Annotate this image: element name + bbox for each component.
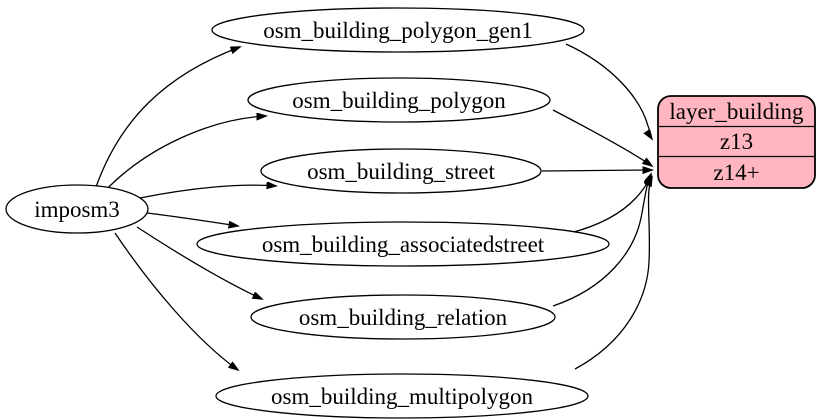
edge-imposm3-to-osm-building-relation [136, 226, 262, 299]
edge-osm-building-relation-to-z14plus [552, 174, 651, 307]
edge-osm-building-polygon-to-z14plus [552, 109, 652, 166]
imposm3-ellipse [5, 184, 149, 234]
osm-building-polygon-label: osm_building_polygon [292, 88, 506, 113]
edge-imposm3-to-osm-building-associatedstreet [146, 212, 238, 226]
edge-imposm3-to-osm-building-multipolygon [114, 232, 238, 370]
osm-building-polygon-gen1-ellipse [211, 7, 585, 53]
osm-building-street-label: osm_building_street [307, 159, 495, 184]
osm-building-street-ellipse [260, 148, 542, 194]
layer-building-title: layer_building [669, 99, 804, 124]
osm-building-polygon-gen1-label: osm_building_polygon_gen1 [263, 18, 533, 43]
node-osm-building-associatedstreet: osm_building_associatedstreet [196, 221, 610, 267]
osm-building-multipolygon-ellipse [215, 373, 589, 419]
node-layer-building: layer_building z13 z14+ [657, 95, 816, 189]
edge-imposm3-to-osm-building-polygon [102, 116, 266, 194]
node-osm-building-polygon: osm_building_polygon [247, 77, 551, 123]
layer-building-row-z14plus: z14+ [713, 160, 759, 185]
edge-imposm3-to-osm-building-polygon-gen1 [95, 47, 240, 188]
layer-building-row-z13: z13 [720, 129, 753, 154]
node-osm-building-multipolygon: osm_building_multipolygon [215, 373, 589, 419]
osm-building-relation-ellipse [250, 294, 556, 340]
edge-osm-building-street-to-z14plus [541, 170, 652, 171]
layer-building-box [657, 95, 816, 189]
osm-building-multipolygon-label: osm_building_multipolygon [271, 384, 533, 409]
edges-tables-to-layer [541, 43, 652, 370]
imposm3-label: imposm3 [34, 197, 120, 222]
osm-building-polygon-ellipse [247, 77, 551, 123]
edges-source-to-tables [95, 47, 276, 370]
osm-building-associatedstreet-label: osm_building_associatedstreet [262, 232, 545, 257]
node-osm-building-relation: osm_building_relation [250, 294, 556, 340]
osm-building-associatedstreet-ellipse [196, 221, 610, 267]
edge-osm-building-polygon-gen1-to-z13 [565, 43, 652, 139]
edge-osm-building-multipolygon-to-z14plus [574, 177, 652, 370]
node-imposm3: imposm3 [5, 184, 149, 234]
node-osm-building-polygon-gen1: osm_building_polygon_gen1 [211, 7, 585, 53]
node-osm-building-street: osm_building_street [260, 148, 542, 194]
edge-imposm3-to-osm-building-street [139, 185, 276, 199]
osm-building-relation-label: osm_building_relation [299, 305, 508, 330]
